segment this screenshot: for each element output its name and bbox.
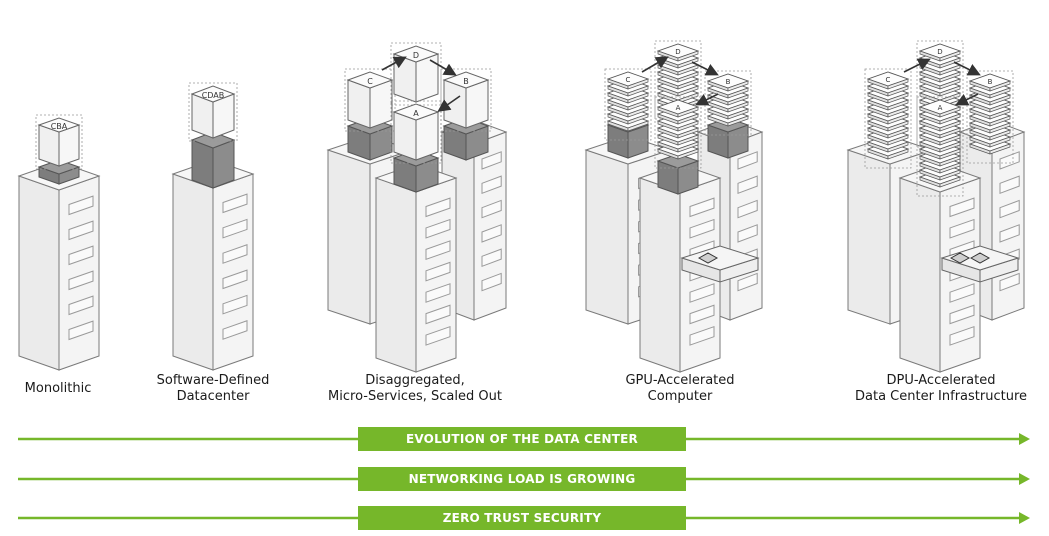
tower-slot (425, 218, 451, 239)
tower-slot (68, 245, 94, 266)
gpu-stack-a: A (654, 96, 702, 169)
flow-arrow (691, 61, 719, 76)
flow-arrow (903, 58, 931, 73)
app-box-c: C (344, 68, 396, 132)
gpu-stack-b: B (704, 70, 752, 136)
tower-slot (481, 248, 502, 268)
tower-slot (481, 224, 502, 243)
app-box-letter: A (938, 104, 943, 112)
tower-slot (481, 199, 502, 219)
stage-label-dpu: DPU-Accelerated Data Center Infrastructu… (854, 373, 1028, 404)
band-networking-load: NETWORKING LOAD IS GROWING EXPONENTIALLY (358, 467, 686, 510)
flow-arrow (429, 59, 457, 76)
tower-slot (222, 320, 248, 340)
software-defined-app-box: CDAB (188, 82, 238, 142)
dpu-stack-a: A (916, 96, 964, 197)
tower-slot (481, 151, 502, 170)
app-box-letter: B (726, 78, 731, 86)
flow-arrow (381, 56, 407, 71)
app-box-letter: D (937, 48, 942, 56)
dpu-stack-c: C (864, 68, 912, 169)
gpu-stack-c: C (604, 68, 652, 141)
tower-slot (737, 224, 758, 243)
tower-slot (949, 283, 975, 303)
app-box-letter: B (988, 78, 993, 86)
flow-arrow (953, 61, 981, 76)
tower-slot (425, 304, 451, 325)
app-box-letter: D (413, 51, 419, 60)
tower-slot (689, 283, 715, 303)
tower-slot (222, 294, 248, 315)
flow-arrow (641, 56, 669, 73)
tower-slot (481, 175, 502, 195)
tower-slot (222, 269, 248, 290)
tower-slot (949, 325, 975, 346)
tower-slot (425, 261, 451, 282)
monolithic-dark-block (37, 159, 81, 185)
flow-arrow (955, 93, 979, 106)
tower-slot (999, 175, 1020, 195)
tower-slot (222, 244, 248, 264)
tower-slot (689, 304, 715, 325)
app-box-letter: C (626, 76, 631, 84)
tower-slot (737, 175, 758, 195)
tower-slot (425, 283, 451, 303)
band-evolution-of-the-data-center: EVOLUTION OF THE DATA CENTER (358, 427, 686, 451)
chip-icon (949, 252, 971, 264)
tower-slot (999, 224, 1020, 243)
tower-slot (689, 218, 715, 239)
stage-label-gpu: GPU-Accelerated Computer (625, 373, 735, 404)
tower-slot (737, 272, 758, 292)
tower-slot (689, 197, 715, 218)
gpu-chip-tray (680, 245, 760, 283)
tower-slot (949, 218, 975, 239)
app-box-letter: A (413, 109, 419, 118)
app-box-letter: C (886, 76, 891, 84)
dpu-stack-b: B (966, 70, 1014, 164)
flow-arrow (695, 93, 719, 106)
tower-slot (737, 199, 758, 219)
tower-slot (737, 151, 758, 170)
tower-slot (999, 199, 1020, 219)
app-box-letter: CBA (51, 122, 68, 131)
chip-icon (697, 252, 719, 264)
tower-slot (425, 325, 451, 346)
tower-slot (222, 218, 248, 239)
tower-slot (68, 195, 94, 216)
tower-slot (481, 272, 502, 292)
chip-icon (969, 252, 991, 264)
tower-slot (999, 272, 1020, 292)
app-box-letter: C (367, 77, 373, 86)
app-box-letter: CDAB (202, 91, 225, 100)
tower-slot (222, 193, 248, 214)
stage-label-monolithic: Monolithic (24, 381, 92, 396)
tower-slot (949, 304, 975, 325)
app-box-letter: D (675, 48, 680, 56)
tower-slot (68, 270, 94, 291)
app-box-a: A (390, 100, 442, 164)
tower-slot (68, 295, 94, 316)
band-zero-trust-security: ZERO TRUST SECURITY (358, 506, 686, 530)
stage-label-disaggregated: Disaggregated, Micro-Services, Scaled Ou… (328, 373, 502, 404)
software-defined-dark-block (190, 131, 236, 189)
app-box-letter: A (676, 104, 681, 112)
stage-label-software-defined: Software-Defined Datacenter (156, 373, 270, 404)
flow-arrow (437, 95, 461, 112)
tower-slot (425, 240, 451, 261)
monolithic-app-box: CBA (35, 114, 83, 170)
tower-slot (949, 197, 975, 218)
tower-slot (425, 197, 451, 218)
app-box-letter: B (463, 77, 469, 86)
tower-slot (68, 220, 94, 241)
dpu-chip-tray (940, 245, 1020, 283)
tower-slot (689, 325, 715, 346)
tower-slot (68, 320, 94, 341)
gpu-dark-a (656, 153, 700, 195)
